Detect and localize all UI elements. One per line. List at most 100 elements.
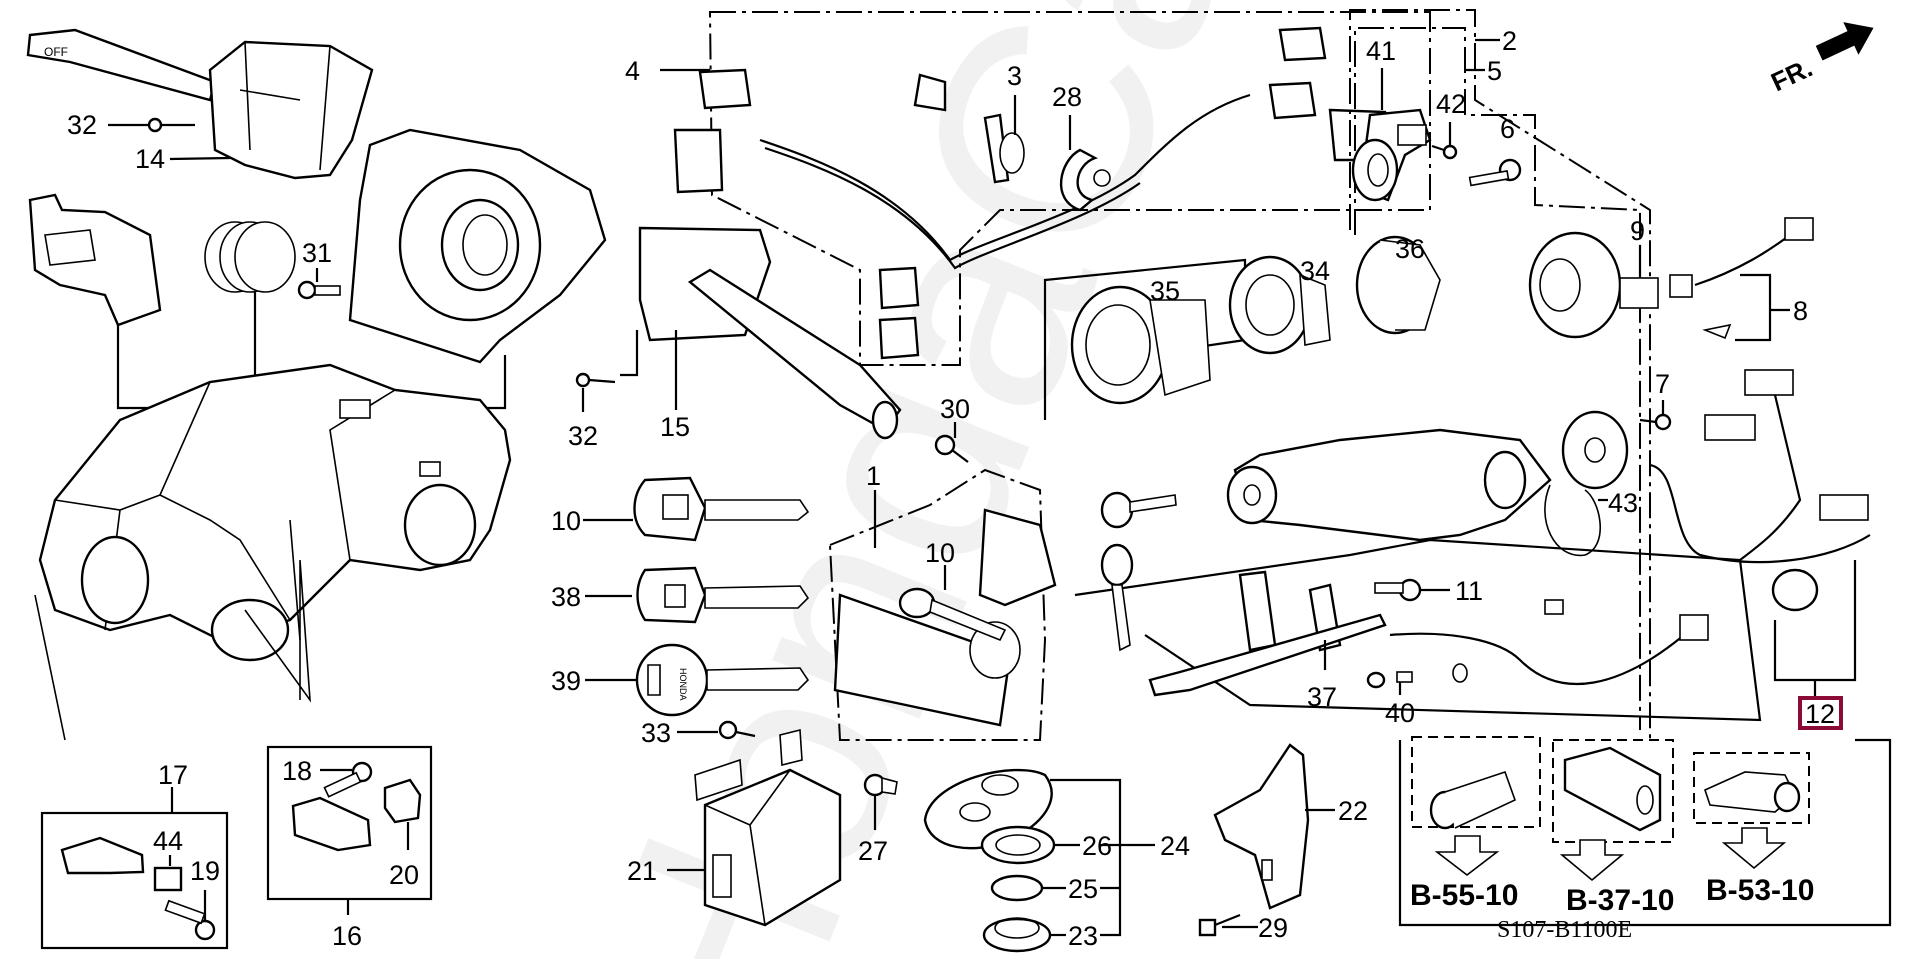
part-30-screw[interactable] [934,434,969,463]
reference-b-55-10[interactable]: B-55-10 [1410,736,1541,912]
callout-31: 31 [302,238,332,268]
callout-5: 5 [1487,56,1502,86]
part-13-cable-reel[interactable] [348,128,607,364]
leader-14 [169,156,231,161]
part-44-pad[interactable] [153,866,183,892]
callout-21: 21 [627,856,657,886]
reference-b-37-10[interactable]: B-37-10 [1552,739,1674,917]
part-33-screw[interactable] [718,720,756,740]
vehicle-illustration [38,363,512,662]
part-39-key[interactable]: HONDA [635,643,810,717]
callout-32: 32 [67,110,97,140]
part-36-cover[interactable] [1355,235,1441,335]
part-31-screw[interactable] [297,280,341,300]
lever-off-text: OFF [44,45,68,59]
part-8-harness[interactable] [1669,217,1814,340]
callout-22: 22 [1338,796,1368,826]
part-3-bulb-socket[interactable] [983,113,1025,184]
callout-34: 34 [1300,256,1330,286]
part-28-clip[interactable] [1060,148,1111,212]
part-steering-lock[interactable] [1226,428,1552,542]
callout-42: 42 [1436,89,1466,119]
callout-12[interactable]: 12 [1805,699,1835,729]
part-23-button[interactable] [982,917,1052,953]
part-19-bolt[interactable] [164,899,216,941]
callout-9: 9 [1630,216,1645,246]
highlight-box-12 [1798,696,1843,730]
part-10-key-a[interactable] [633,476,810,542]
part-38-key[interactable] [636,566,810,624]
part-32-screw-top[interactable] [147,117,195,133]
part-9-immobilizer-ring[interactable] [1528,231,1659,339]
part-21-control-unit[interactable] [694,728,842,927]
group-box-lower [1074,538,1762,722]
part-1-immobilizer-unit[interactable] [978,508,1057,607]
part-35-cylinder-ring[interactable] [1070,285,1211,405]
callout-25: 25 [1068,874,1098,904]
part-40-bulb[interactable] [1366,671,1413,689]
callout-14: 14 [135,144,165,174]
part-27-bulb[interactable] [863,773,898,797]
part-25-button[interactable] [990,874,1044,902]
part-6-bolt[interactable] [1468,158,1522,187]
part-34-cylinder-body[interactable] [1228,255,1331,355]
vehicle-leaders [34,559,311,741]
part-43-tie[interactable] [1544,484,1601,557]
ref-label-b-37-10[interactable]: B-37-10 [1566,884,1674,917]
key-honda-text: HONDA [678,668,688,701]
callout-11: 11 [1455,576,1483,606]
part-harness-lower[interactable] [1389,599,1709,686]
part-1-key-case[interactable] [833,593,1021,727]
callout-41: 41 [1366,36,1396,66]
callout-23: 23 [1068,921,1098,951]
part-10-key-b[interactable] [898,587,1007,642]
part-keys-pair[interactable] [1100,491,1177,652]
part-18-bolt[interactable] [323,761,373,798]
part-26-cover[interactable] [980,825,1056,865]
callout-37: 37 [1307,682,1337,712]
part-11-screw[interactable] [1374,578,1422,602]
leader-32b [581,330,639,412]
callout-43: 43 [1608,488,1638,518]
part-41-key-cylinder-switch[interactable] [1351,108,1432,202]
callout-28: 28 [1052,82,1082,112]
front-label: FR. [1766,52,1817,97]
part-7-screw[interactable] [1639,413,1672,431]
callout-7: 7 [1655,369,1670,399]
callout-15: 15 [660,412,690,442]
callout-38: 38 [551,582,581,612]
callout-3: 3 [1007,61,1022,91]
part-14-light-switch[interactable]: OFF [26,28,374,180]
front-arrow-icon [1815,22,1874,61]
group-box-4 [708,11,1431,366]
callout-33: 33 [641,718,671,748]
callout-36: 36 [1395,234,1425,264]
callout-39: 39 [551,666,581,696]
callout-17: 17 [158,760,188,790]
part-15-wiper-switch[interactable] [638,226,902,440]
part-37-lock-bar[interactable] [1148,570,1387,697]
part-20-pad[interactable] [383,778,422,824]
part-32-screw-lower[interactable] [575,372,616,388]
part-22-bracket[interactable] [1213,743,1310,910]
callout-10b: 10 [925,538,955,568]
arrow-down-icon [1559,839,1625,882]
bracket-12 [1773,560,1857,698]
part-12-harness[interactable] [1649,369,1871,612]
part-16-handle[interactable] [291,796,372,852]
part-rings[interactable] [204,221,296,293]
group-line-5 [1354,27,1641,730]
part-cover-left[interactable] [28,193,162,327]
ref-box-b53 [1693,752,1810,824]
arrow-down-icon [1721,827,1787,870]
part-17-handle[interactable] [60,836,145,875]
ref-label-b-55-10[interactable]: B-55-10 [1410,879,1518,912]
part-42-screw[interactable] [1431,144,1458,160]
callout-10a: 10 [551,506,581,536]
reference-b-53-10[interactable]: B-53-10 [1693,752,1814,907]
ref-label-b-53-10[interactable]: B-53-10 [1706,874,1814,907]
part-29-bolt[interactable] [1198,913,1241,937]
part-switch-body[interactable] [1561,410,1629,490]
ref-box-b37 [1552,739,1674,843]
